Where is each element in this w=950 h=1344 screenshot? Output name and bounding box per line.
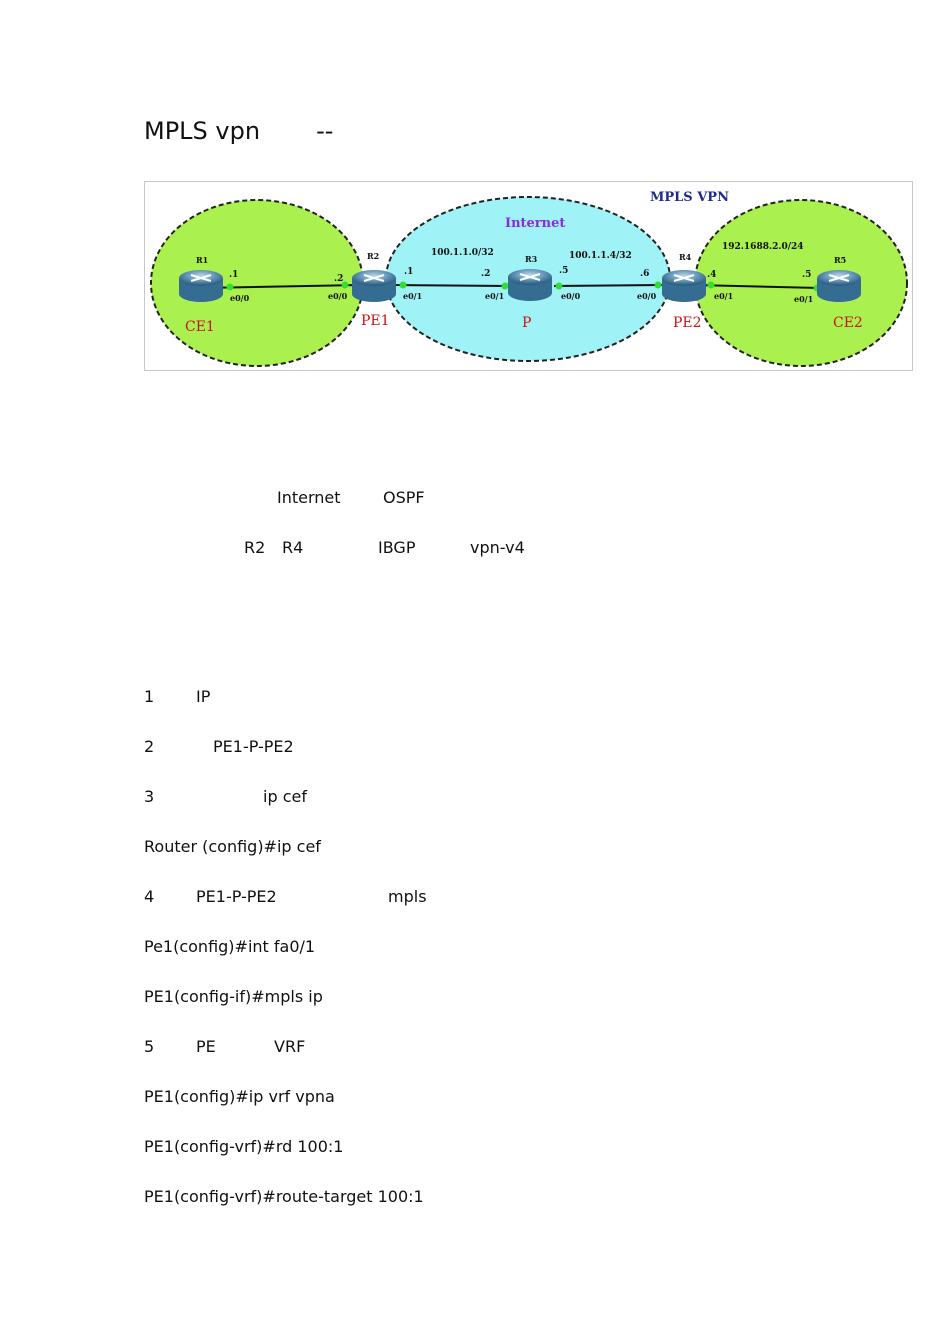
step-1-number: 1 [144, 687, 155, 706]
router-r4-name: R4 [679, 252, 692, 262]
step-4-mpls: mpls [388, 887, 427, 906]
link-r3-r4 [553, 284, 664, 287]
router-icon-r3 [508, 269, 552, 301]
intro-r2: R2 [244, 538, 266, 557]
role-pe2: PE2 [673, 315, 702, 331]
step-4-number: 4 [144, 887, 155, 906]
interface-dots [226, 281, 821, 292]
title-dashes: -- [316, 117, 334, 145]
role-ce1: CE1 [185, 319, 215, 335]
interface-label: e0/1 [485, 291, 504, 301]
link-r2-r3 [388, 284, 513, 287]
interface-label: e0/0 [328, 291, 348, 301]
network-left-label: 100.1.1.0/32 [431, 248, 494, 258]
interface-label: e0/0 [637, 291, 657, 301]
ip-label: .1 [229, 270, 238, 280]
internet-label: Internet [505, 216, 565, 231]
title-main: MPLS vpn [144, 117, 261, 145]
interface-label: e0/1 [794, 294, 813, 304]
step-3-number: 3 [144, 787, 155, 806]
router-r5-name: R5 [834, 255, 846, 265]
step-4-path: PE1-P-PE2 [196, 887, 277, 906]
router-r3-name: R3 [525, 254, 538, 264]
command-line: PE1(config-vrf)#route-target 100:1 [144, 1187, 424, 1206]
step-3-ipcef: ip cef [263, 787, 307, 806]
router-icon-r4 [662, 270, 706, 302]
step-1-ip: IP [196, 687, 211, 706]
mpls-vpn-banner: MPLS VPN [650, 190, 729, 205]
ce2-zone [694, 199, 908, 367]
ip-label: .2 [334, 274, 343, 284]
role-ce2: CE2 [833, 315, 863, 331]
step-5-vrf: VRF [274, 1037, 306, 1056]
page-title: MPLS vpn -- [144, 116, 333, 146]
ip-label: .5 [559, 266, 568, 276]
command-line: PE1(config-if)#mpls ip [144, 987, 323, 1006]
interface-label: e0/1 [403, 291, 422, 301]
ip-label: .1 [404, 267, 413, 277]
network-ce2-label: 192.1688.2.0/24 [722, 242, 804, 252]
interface-label: e0/0 [230, 293, 250, 303]
intro-vpnv4: vpn-v4 [470, 538, 525, 557]
command-line: PE1(config-vrf)#rd 100:1 [144, 1137, 344, 1156]
router-icon-r1 [179, 270, 223, 302]
interface-label: e0/1 [714, 291, 733, 301]
mpls-vpn-topology-diagram: MPLS VPN Internet 100.1.1.0/32 100.1.1.4… [144, 181, 913, 371]
role-pe1: PE1 [361, 313, 390, 329]
command-line: PE1(config)#ip vrf vpna [144, 1087, 335, 1106]
router-r2-name: R2 [367, 251, 379, 261]
network-right-label: 100.1.1.4/32 [569, 251, 632, 261]
link-r4-r5 [694, 284, 821, 289]
router-icon-r2 [352, 270, 396, 302]
command-line: Pe1(config)#int fa0/1 [144, 937, 316, 956]
ip-label: .5 [802, 270, 811, 280]
intro-ospf: OSPF [383, 488, 425, 507]
step-2-path: PE1-P-PE2 [213, 737, 294, 756]
router-r1-name: R1 [196, 255, 208, 265]
step-5-number: 5 [144, 1037, 155, 1056]
intro-r4: R4 [282, 538, 304, 557]
role-p: P [522, 315, 531, 331]
ip-label: .4 [707, 270, 716, 280]
interface-label: e0/0 [561, 291, 581, 301]
command-line: Router (config)#ip cef [144, 837, 321, 856]
ip-label: .2 [481, 269, 490, 279]
intro-internet: Internet [277, 488, 341, 507]
intro-ibgp: IBGP [378, 538, 416, 557]
router-icon-r5 [817, 270, 861, 302]
ip-label: .6 [640, 269, 649, 279]
step-2-number: 2 [144, 737, 155, 756]
step-5-pe: PE [196, 1037, 216, 1056]
